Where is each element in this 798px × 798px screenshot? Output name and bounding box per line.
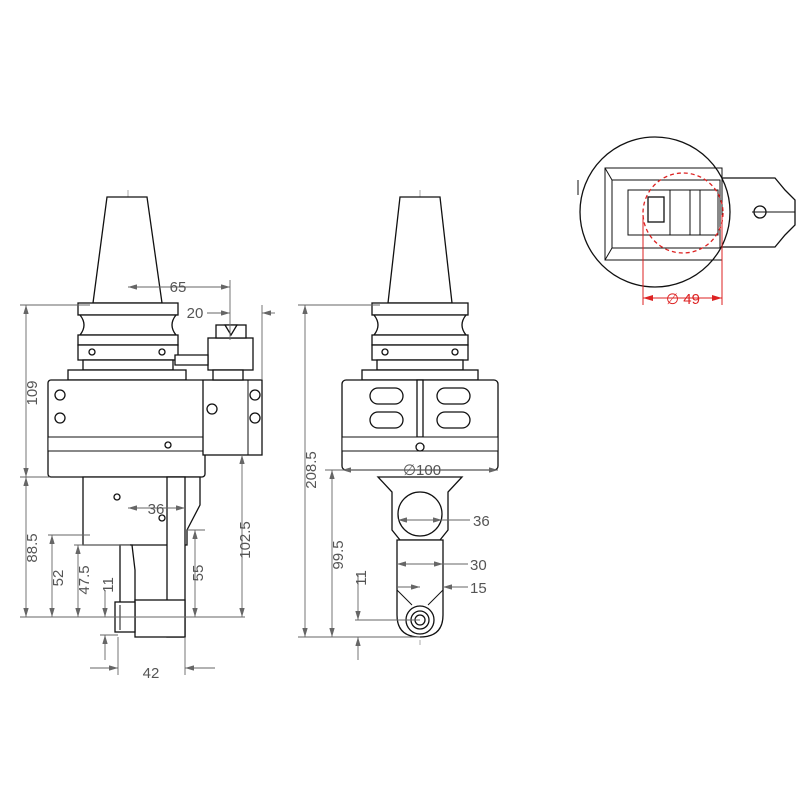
front-spindle-bore bbox=[397, 491, 443, 537]
dim-11: 11 bbox=[100, 577, 117, 593]
front-taper bbox=[387, 196, 453, 304]
dim-99-5: 99.5 bbox=[330, 540, 347, 569]
dim-36-front: 36 bbox=[473, 513, 490, 530]
dim-88-5: 88.5 bbox=[24, 533, 41, 562]
side-angle-scale bbox=[47, 436, 204, 452]
dim-109: 109 bbox=[24, 380, 41, 405]
side-dimensions: 109 88.5 52 47.5 11 55 102.5 65 20 36 42 bbox=[20, 279, 275, 682]
dim-65: 65 bbox=[170, 279, 187, 296]
detail-view: ∅ 49 bbox=[577, 136, 796, 308]
dim-11-front: 11 bbox=[353, 570, 370, 586]
front-view bbox=[341, 190, 499, 645]
dim-47-5: 47.5 bbox=[76, 565, 93, 594]
dim-52: 52 bbox=[50, 570, 67, 587]
dim-208-5: 208.5 bbox=[303, 451, 320, 489]
dim-55: 55 bbox=[190, 565, 207, 582]
side-body bbox=[47, 379, 206, 478]
side-flange bbox=[77, 302, 179, 316]
dim-20: 20 bbox=[187, 305, 204, 322]
dim-102-5: 102.5 bbox=[237, 521, 254, 559]
side-view bbox=[47, 190, 263, 638]
dim-42: 42 bbox=[143, 665, 160, 682]
dim-dia-100: ∅100 bbox=[403, 462, 441, 479]
detail-highlight-circle bbox=[642, 172, 724, 254]
dim-dia-49: ∅ 49 bbox=[666, 291, 700, 308]
dim-15: 15 bbox=[470, 580, 487, 597]
front-dimensions: 208.5 99.5 ∅100 11 36 30 15 bbox=[298, 304, 498, 660]
dim-36-side: 36 bbox=[148, 501, 165, 518]
dim-30: 30 bbox=[470, 557, 487, 574]
